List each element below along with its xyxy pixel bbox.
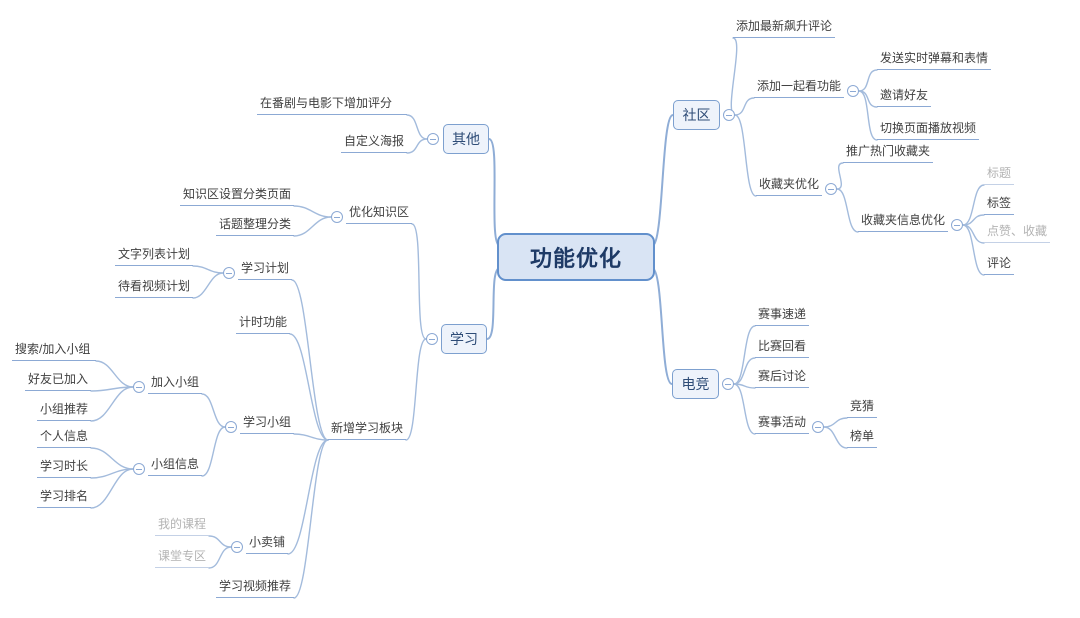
node-live-danmaku-emoji[interactable]: 发送实时弹幕和表情 — [877, 51, 991, 70]
node-custom-poster[interactable]: 自定义海报 — [341, 134, 407, 153]
collapse-icon[interactable] — [231, 541, 243, 553]
collapse-icon[interactable] — [225, 421, 237, 433]
node-shop[interactable]: 小卖铺 — [246, 535, 288, 554]
collapse-icon[interactable] — [825, 183, 837, 195]
node-fav-tags[interactable]: 标签 — [984, 196, 1014, 215]
collapse-icon[interactable] — [223, 267, 235, 279]
central-topic[interactable]: 功能优化 — [497, 233, 655, 281]
collapse-icon[interactable] — [427, 133, 439, 145]
node-event-express[interactable]: 赛事速递 — [755, 307, 809, 326]
node-search-join-group[interactable]: 搜索/加入小组 — [12, 342, 96, 361]
node-fav-comments[interactable]: 评论 — [984, 256, 1014, 275]
node-text-list-plan[interactable]: 文字列表计划 — [115, 247, 193, 266]
node-join-group[interactable]: 加入小组 — [148, 375, 202, 394]
node-betting[interactable]: 竞猜 — [847, 399, 877, 418]
node-favorites-info-optimization[interactable]: 收藏夹信息优化 — [858, 213, 948, 232]
node-fav-title[interactable]: 标题 — [984, 166, 1014, 185]
branch-study[interactable]: 学习 — [441, 324, 487, 354]
branch-community[interactable]: 社区 — [673, 100, 720, 130]
node-timer-function[interactable]: 计时功能 — [236, 315, 290, 334]
collapse-icon[interactable] — [331, 211, 343, 223]
node-friends-joined[interactable]: 好友已加入 — [25, 372, 91, 391]
node-watchlist-plan[interactable]: 待看视频计划 — [115, 279, 193, 298]
collapse-icon[interactable] — [812, 421, 824, 433]
node-trending-comments[interactable]: 添加最新飙升评论 — [733, 19, 835, 38]
node-event-activity[interactable]: 赛事活动 — [755, 415, 809, 434]
node-watch-together[interactable]: 添加一起看功能 — [754, 79, 844, 98]
node-knowledge-category-page[interactable]: 知识区设置分类页面 — [180, 187, 294, 206]
collapse-icon[interactable] — [951, 219, 963, 231]
node-study-video-recommend[interactable]: 学习视频推荐 — [216, 579, 294, 598]
collapse-icon[interactable] — [722, 378, 734, 390]
node-switch-page-play[interactable]: 切换页面播放视频 — [877, 121, 979, 140]
node-favorites-optimization[interactable]: 收藏夹优化 — [756, 177, 822, 196]
node-knowledge-optimization[interactable]: 优化知识区 — [346, 205, 412, 224]
node-group-recommend[interactable]: 小组推荐 — [37, 402, 91, 421]
node-study-ranking[interactable]: 学习排名 — [37, 489, 91, 508]
collapse-icon[interactable] — [426, 333, 438, 345]
node-study-plan[interactable]: 学习计划 — [238, 261, 292, 280]
node-new-study-module[interactable]: 新增学习板块 — [328, 421, 406, 440]
node-study-duration[interactable]: 学习时长 — [37, 459, 91, 478]
collapse-icon[interactable] — [133, 381, 145, 393]
node-classroom-zone[interactable]: 课堂专区 — [155, 549, 209, 568]
collapse-icon[interactable] — [847, 85, 859, 97]
node-group-info[interactable]: 小组信息 — [148, 457, 202, 476]
node-match-replay[interactable]: 比赛回看 — [755, 339, 809, 358]
node-anime-movie-rating[interactable]: 在番剧与电影下增加评分 — [257, 96, 407, 115]
node-my-courses[interactable]: 我的课程 — [155, 517, 209, 536]
collapse-icon[interactable] — [723, 109, 735, 121]
branch-other[interactable]: 其他 — [443, 124, 489, 154]
node-study-group[interactable]: 学习小组 — [240, 415, 294, 434]
node-post-match-discussion[interactable]: 赛后讨论 — [755, 369, 809, 388]
node-promote-hot-favorites[interactable]: 推广热门收藏夹 — [843, 144, 933, 163]
node-topic-classification[interactable]: 话题整理分类 — [216, 217, 294, 236]
branch-esports[interactable]: 电竞 — [672, 369, 719, 399]
node-personal-info[interactable]: 个人信息 — [37, 429, 91, 448]
node-invite-friends[interactable]: 邀请好友 — [877, 88, 931, 107]
node-ranking-list[interactable]: 榜单 — [847, 429, 877, 448]
collapse-icon[interactable] — [133, 463, 145, 475]
node-fav-likes[interactable]: 点赞、收藏 — [984, 224, 1050, 243]
